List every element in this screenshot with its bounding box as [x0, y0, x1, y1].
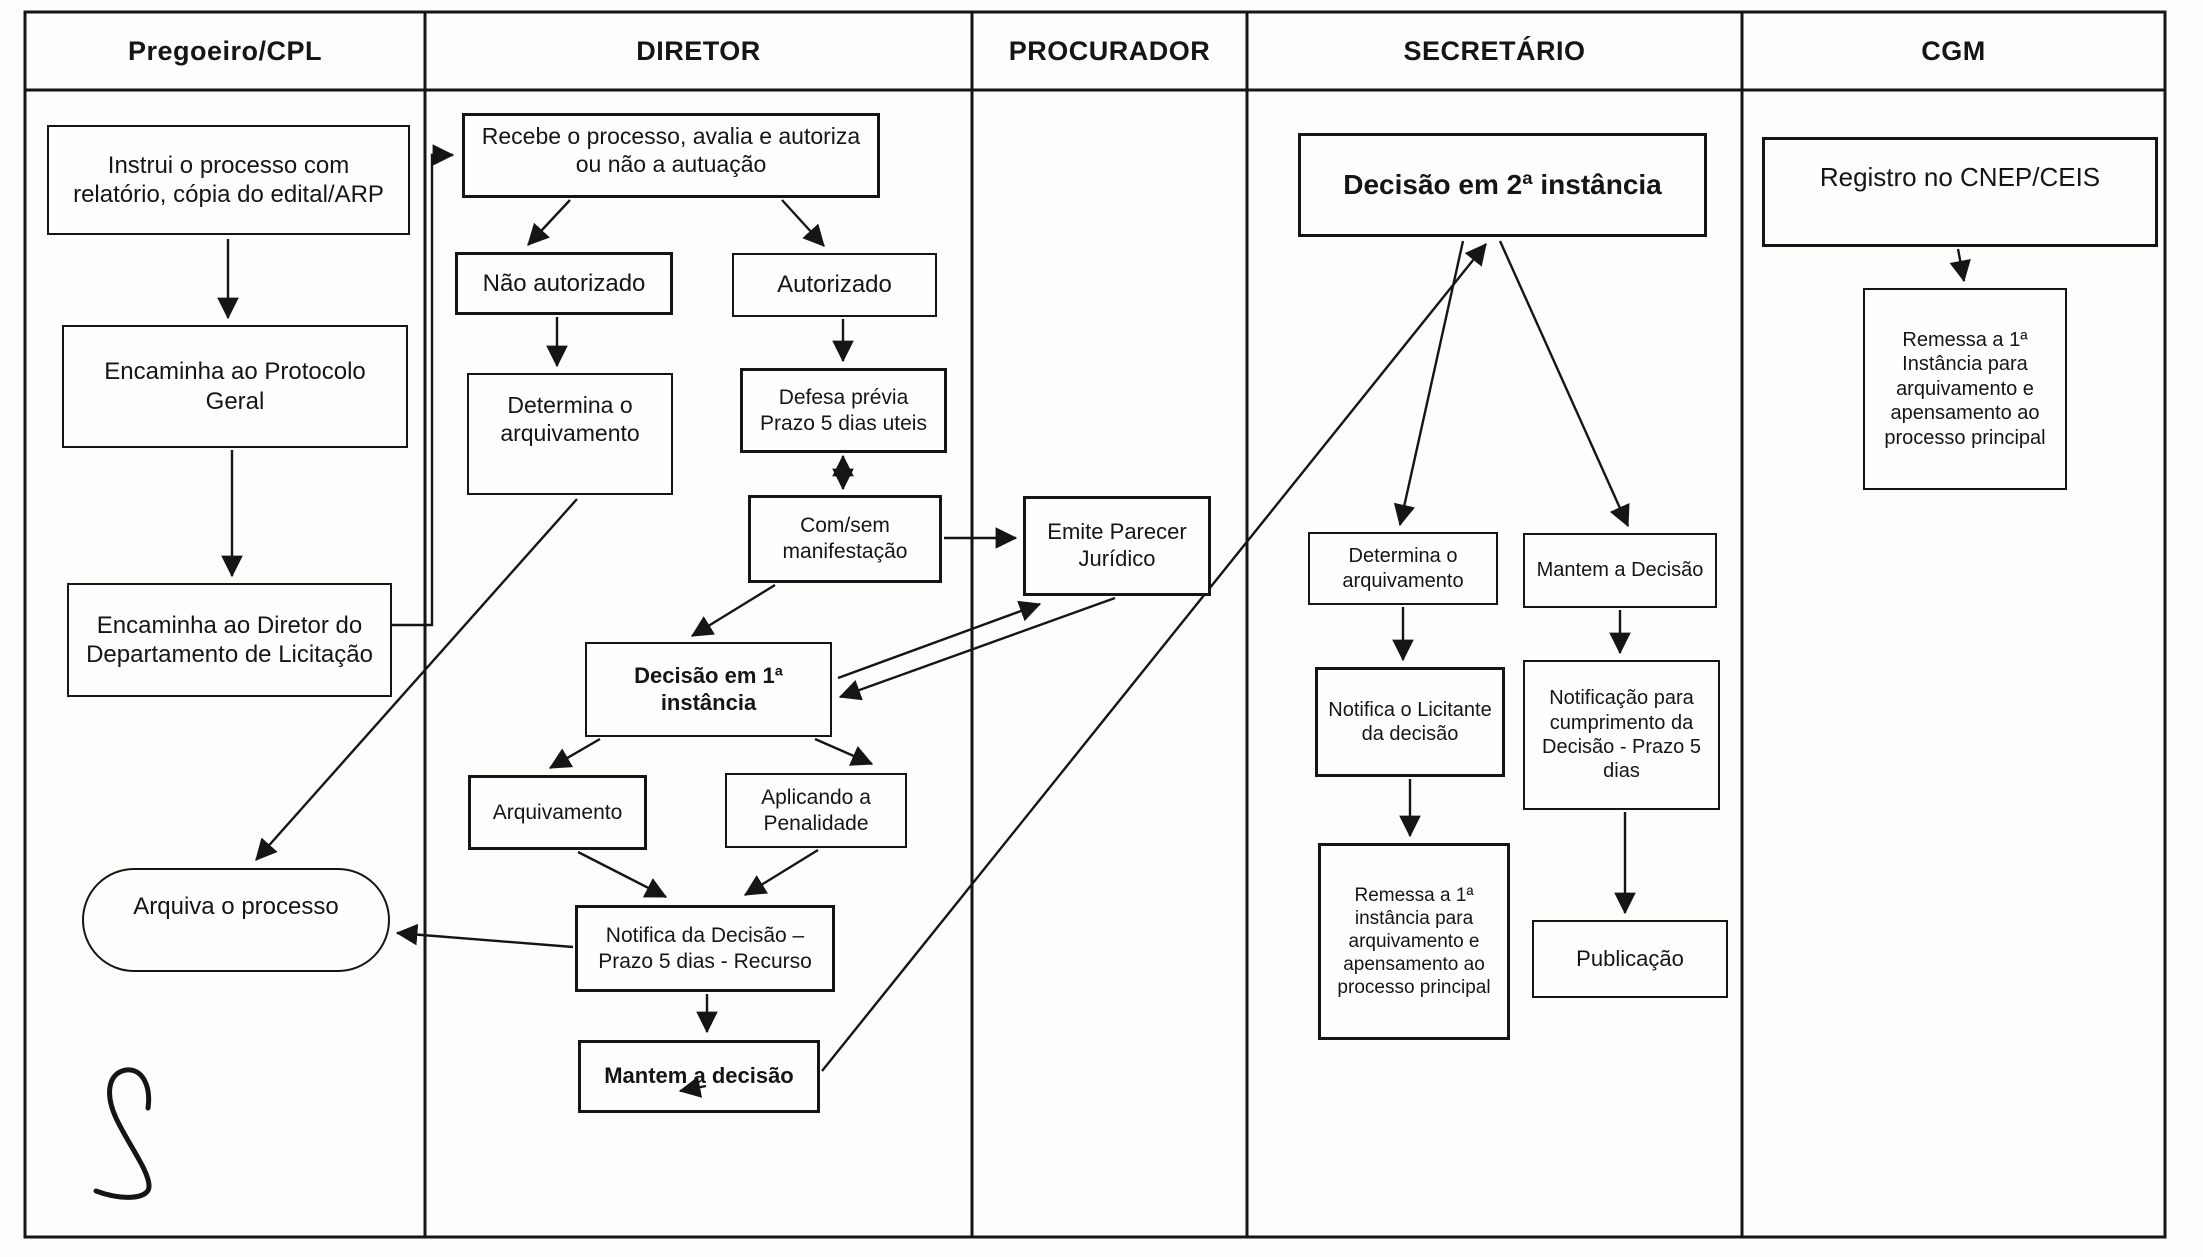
lane-header-procurador: PROCURADOR — [1008, 35, 1211, 66]
edge-registro-remessa — [1949, 248, 1971, 283]
swimlane-frame — [23, 10, 2167, 1239]
node-decisao-1a-instancia: Decisão em 1ª instância — [585, 642, 832, 737]
frame-outer — [23, 10, 2167, 1239]
node-publicacao: Publicação — [1532, 920, 1728, 998]
node-remessa-1a-cgm: Remessa a 1ª Instância para arquivamento… — [1863, 288, 2067, 490]
lane-header-secretario: SECRETÁRIO — [1403, 35, 1586, 66]
node-determina-arquivamento-secretario: Determina o arquivamento — [1308, 532, 1498, 605]
edge-decisao2-determina — [1393, 240, 1465, 527]
edge-determina-arquiva — [255, 498, 578, 861]
edges — [217, 144, 1971, 1072]
node-notificacao-cumprimento: Notificação para cumprimento da Decisão … — [1523, 660, 1720, 810]
node-determina-arquivamento-diretor: Determina o arquivamento — [467, 373, 673, 495]
node-encaminha-diretor: Encaminha ao Diretor do Departamento de … — [67, 583, 392, 697]
node-com-sem-manifestacao: Com/sem manifestação — [748, 495, 942, 583]
node-emite-parecer-juridico: Emite Parecer Jurídico — [1023, 496, 1211, 596]
lane-header-pregoeiro-cpl: Pregoeiro/CPL — [127, 35, 323, 66]
node-arquivamento: Arquivamento — [468, 775, 647, 850]
node-arquiva-processo: Arquiva o processo — [82, 868, 390, 972]
edge-arquivamento-notifica — [577, 850, 668, 899]
edge-recebe-naoautorizado — [527, 199, 571, 246]
edge-mantem-decisao2 — [821, 243, 1487, 1072]
node-recebe-processo: Recebe o processo, avalia e autoriza ou … — [462, 113, 880, 198]
lane-header-cgm: CGM — [1921, 35, 1986, 66]
node-remessa-1a-secretario: Remessa a 1ª instância para arquivamento… — [1318, 843, 1510, 1040]
node-decisao-2a-instancia: Decisão em 2ª instância — [1298, 133, 1707, 237]
node-aplicando-penalidade: Aplicando a Penalidade — [725, 773, 907, 848]
node-encaminha-protocolo: Encaminha ao Protocolo Geral — [62, 325, 408, 448]
node-mantem-decisao-secretario: Mantem a Decisão — [1523, 533, 1717, 608]
node-registro-cnep-ceis: Registro no CNEP/CEIS — [1762, 137, 2158, 247]
node-defesa-previa: Defesa prévia Prazo 5 dias uteis — [740, 368, 947, 453]
edge-recebe-autorizado — [781, 199, 825, 247]
lane-header-diretor: DIRETOR — [636, 35, 761, 66]
node-autorizado: Autorizado — [732, 253, 937, 317]
edge-parecer-decisao1 — [838, 596, 1116, 701]
edge-decisao1-parecer — [837, 600, 1042, 680]
node-instrui-processo: Instrui o processo com relatório, cópia … — [47, 125, 410, 235]
node-notifica-licitante: Notifica o Licitante da decisão — [1315, 667, 1505, 777]
edge-penalidade-notifica — [743, 848, 819, 897]
node-nao-autorizado: Não autorizado — [455, 252, 673, 315]
edge-diretor-recebe — [392, 144, 455, 627]
node-mantem-decisao-diretor: Mantem a decisão — [578, 1040, 820, 1113]
edge-decisao2-mantem — [1498, 240, 1630, 528]
edge-decisao1-arquivamento — [548, 737, 601, 770]
edge-comsem-decisao1 — [690, 583, 776, 638]
node-notifica-decisao: Notifica da Decisão – Prazo 5 dias - Rec… — [575, 905, 835, 992]
edge-notifica-arquiva — [395, 923, 574, 949]
edge-decisao1-penalidade — [814, 737, 874, 766]
signature-squiggle — [93, 1067, 152, 1200]
